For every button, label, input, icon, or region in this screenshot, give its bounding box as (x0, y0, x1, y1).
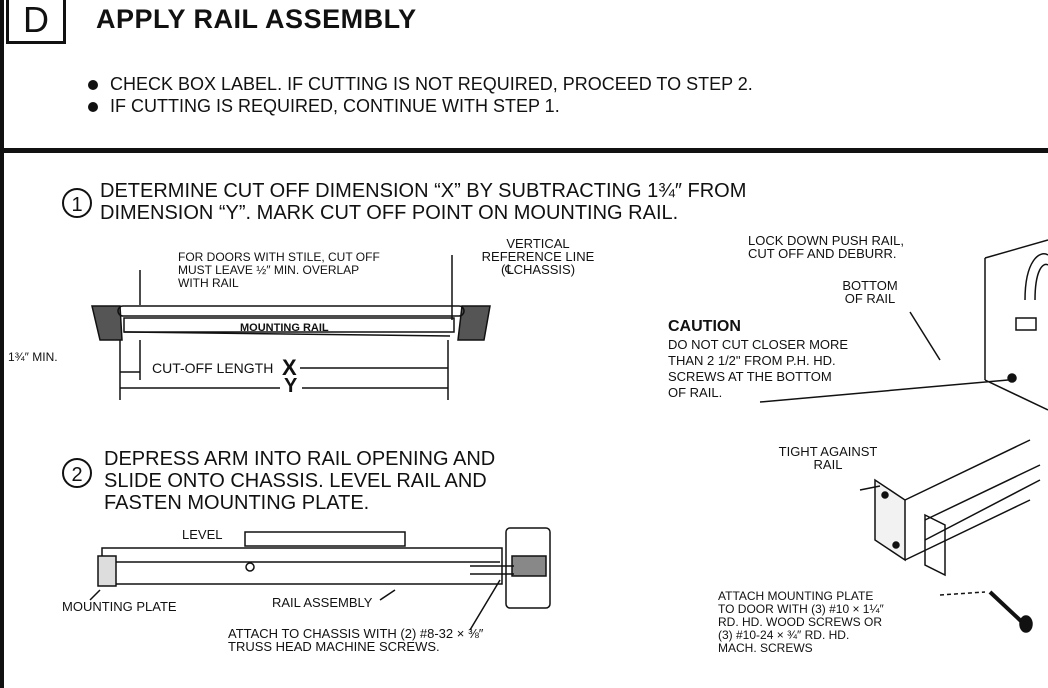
level-tool (244, 531, 406, 547)
section-divider (4, 148, 1048, 153)
vertical-reference-note: VERTICAL REFERENCE LINE (℄CHASSIS) (468, 237, 608, 276)
frame-left-border (0, 0, 4, 688)
note-line: (℄CHASSIS) (500, 262, 576, 277)
rail-hole (245, 562, 255, 572)
step2-rail-diagram (89, 527, 551, 631)
bullet-text: IF CUTTING IS REQUIRED, CONTINUE WITH ST… (110, 96, 560, 116)
screw-head-icon (1019, 615, 1033, 633)
chassis-plate (505, 527, 551, 609)
caution-leader (759, 379, 1009, 403)
bottom-of-rail-note: BOTTOM OF RAIL (840, 279, 900, 305)
wood-screw-icon (988, 590, 1024, 624)
step-number-circle: 2 (62, 458, 92, 488)
level-label: LEVEL (182, 527, 223, 542)
dimension-x-label: X (282, 355, 297, 380)
attach-chassis-note: ATTACH TO CHASSIS WITH (2) #8-32 × ⅜″ TR… (228, 627, 483, 653)
screw-icon (881, 491, 889, 499)
push-rail-arm (1024, 253, 1048, 301)
rail-assembly-body (101, 547, 503, 585)
rail-assembly-label: RAIL ASSEMBLY (272, 595, 373, 610)
step1-cut-view (759, 239, 1048, 411)
mounting-rail-label: MOUNTING RAIL (240, 322, 329, 334)
note-line: WITH RAIL (178, 276, 239, 290)
rail-end-outline (984, 239, 1048, 411)
min-dimension-label: 1¾″ MIN. (8, 350, 58, 364)
bullet-text: CHECK BOX LABEL. IF CUTTING IS NOT REQUI… (110, 74, 753, 94)
step-letter-box: D (6, 0, 66, 44)
bullet-item: CHECK BOX LABEL. IF CUTTING IS NOT REQUI… (88, 74, 753, 95)
mounting-rail-body (123, 317, 455, 333)
door-stile-left (91, 305, 123, 341)
step2-line: DEPRESS ARM INTO RAIL OPENING AND (104, 448, 496, 470)
note-line: TIGHT AGAINST (778, 444, 878, 459)
bullet-dot-icon (88, 80, 98, 91)
step2-instruction: DEPRESS ARM INTO RAIL OPENING AND SLIDE … (104, 448, 495, 514)
step1-rail-diagram (91, 255, 491, 400)
step-number-circle: 1 (62, 188, 92, 218)
note-line: MUST LEAVE ½″ MIN. OVERLAP (178, 263, 360, 277)
bottom-leader (909, 311, 941, 361)
leader-line (859, 485, 881, 491)
mounting-plate-bracket (874, 478, 906, 562)
dimension-y-label: Y (284, 375, 298, 397)
note-line: RAIL (813, 457, 843, 472)
step1-line: DIMENSION “Y”. MARK CUT OFF POINT ON MOU… (100, 202, 679, 224)
page-title: APPLY RAIL ASSEMBLY (96, 4, 417, 34)
step1-instruction: DETERMINE CUT OFF DIMENSION “X” BY SUBTR… (100, 180, 746, 224)
note-line: CUT OFF AND DEBURR. (748, 246, 897, 261)
rail-end-cap (924, 513, 946, 577)
note-line: VERTICAL (506, 236, 570, 251)
chassis-arm (470, 565, 514, 575)
note-line: ATTACH TO CHASSIS WITH (2) #8-32 × ⅜″ (228, 626, 484, 641)
note-line: ATTACH MOUNTING PLATE (718, 589, 874, 603)
caution-line: THAN 2 1/2" FROM P.H. HD. (668, 353, 836, 368)
rail-channel (904, 439, 1041, 561)
door-stile-note: FOR DOORS WITH STILE, CUT OFF MUST LEAVE… (178, 251, 380, 290)
note-line: TRUSS HEAD MACHINE SCREWS. (228, 639, 440, 654)
rail-bottom-edge (123, 331, 451, 337)
note-line: LOCK DOWN PUSH RAIL, (748, 233, 905, 248)
caution-line: SCREWS AT THE BOTTOM (668, 369, 832, 384)
note-line: MACH. SCREWS (718, 641, 813, 655)
mounting-plate-end (97, 555, 117, 587)
lockdown-note: LOCK DOWN PUSH RAIL, CUT OFF AND DEBURR. (748, 234, 904, 260)
leader-line (469, 579, 501, 631)
bullet-item: IF CUTTING IS REQUIRED, CONTINUE WITH ST… (88, 96, 560, 117)
rail-top (117, 305, 465, 317)
cutoff-length-label: CUT-OFF LENGTH (152, 360, 274, 376)
step1-line: DETERMINE CUT OFF DIMENSION “X” BY SUBTR… (100, 180, 747, 202)
caution-line: OF RAIL. (668, 385, 723, 400)
note-line: TO DOOR WITH (3) #10 × 1¼″ (718, 602, 884, 616)
note-line: RD. HD. WOOD SCREWS OR (718, 615, 882, 629)
leader-line (89, 589, 101, 601)
caution-text: DO NOT CUT CLOSER MORE THAN 2 1/2" FROM … (668, 337, 848, 401)
bullet-dot-icon (88, 102, 98, 113)
cut-mark-icon (1007, 373, 1017, 383)
step2-line: SLIDE ONTO CHASSIS. LEVEL RAIL AND (104, 470, 487, 492)
tight-against-note: TIGHT AGAINST RAIL (778, 445, 878, 471)
door-stile-right (457, 305, 491, 341)
note-line: (3) #10-24 × ¾″ RD. HD. (718, 628, 850, 642)
screw-icon (892, 541, 900, 549)
note-line: FOR DOORS WITH STILE, CUT OFF (178, 250, 380, 264)
leader-line (939, 591, 986, 596)
note-line: REFERENCE LINE (481, 249, 595, 264)
leader-line (379, 589, 396, 601)
attach-plate-note: ATTACH MOUNTING PLATE TO DOOR WITH (3) #… (718, 590, 884, 655)
caution-title: CAUTION (668, 318, 741, 335)
chassis-block (511, 555, 547, 577)
step2-line: FASTEN MOUNTING PLATE. (104, 492, 370, 514)
note-line: OF RAIL (844, 291, 896, 306)
mounting-plate-label: MOUNTING PLATE (62, 599, 177, 614)
step2-bracket-view (859, 439, 1041, 633)
push-rail-block (1015, 317, 1037, 331)
caution-line: DO NOT CUT CLOSER MORE (668, 337, 849, 352)
note-line: BOTTOM (842, 278, 898, 293)
